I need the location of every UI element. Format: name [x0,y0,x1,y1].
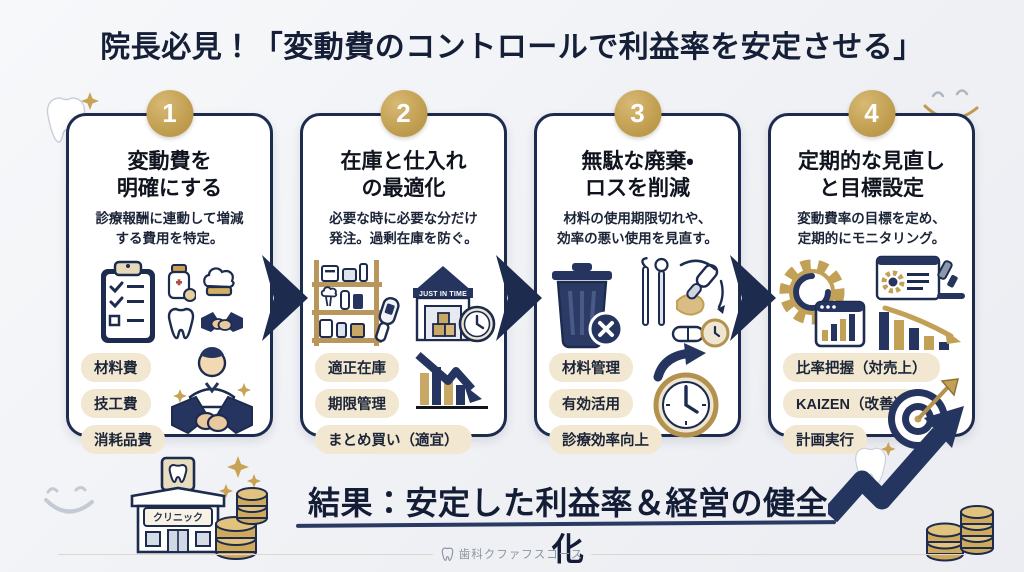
gear-chart-icon [779,259,866,348]
doctor-handshake-icon [171,347,253,435]
tag-pill: 消耗品費 [81,425,165,455]
step-4-title: 定期的な見直し と目標設定 [798,150,945,201]
checklist-clipboard-icon [100,260,155,344]
step-card-2: 2 在庫と仕入れ の最適化 必要な時に必要な分だけ 発注。過剰在庫を防ぐ。 [300,90,507,455]
dental-tools-icon [641,257,730,348]
step-1-keywords: 材料費 技工費 消耗品費 [69,347,270,455]
handshake-icon [200,312,243,333]
footer: 歯科クファフスコース [0,546,1024,562]
step-2-keywords: 適正在庫 期限管理 まとめ買い（適宜） [303,351,504,455]
step-3-description: 材料の使用期限切れや、 効率の悪い使用を見直す。 [557,210,718,246]
tag-pill: 適正在庫 [315,353,399,383]
coins-icon [215,487,268,560]
declining-bars-icon [879,305,961,350]
step-number: 4 [864,98,879,128]
step-2-number-badge: 2 [380,90,427,137]
step-4-illustration [771,255,972,351]
clinic-building-icon: クリニック [130,456,226,554]
flow-arrow-icon [262,255,308,341]
trash-bin-icon [552,263,624,349]
footer-brand: 歯科クファフスコース [441,546,583,562]
clock-refresh-icon [653,343,719,438]
tag-pill: KAIZEN（改善） [783,389,921,419]
warehouse-icon: JUST IN TIME [413,266,496,343]
tag-pill: 材料管理 [549,353,633,383]
step-2-title: 在庫と仕入れ の最適化 [340,150,467,201]
step-2-illustration: JUST IN TIME [303,255,504,351]
tag-pill: 技工費 [81,389,151,419]
clock-icon [458,305,496,343]
stock-shelf-icon [312,260,400,347]
page-title: 院長必見！「変動費のコントロールで利益率を安定させる」 [100,31,924,64]
tag-pill: 診療効率向上 [549,425,662,455]
microscope-window-icon [875,255,965,300]
tooth-crown-icon [202,267,235,297]
step-4-number-badge: 4 [848,90,895,137]
growth-arrow-icon [828,406,964,523]
step-3-title: 無駄な廃棄・ ロスを削減 [581,150,694,201]
tag-pill: まとめ買い（適宜） [315,425,472,455]
step-3-illustration [537,255,738,351]
step-1-title: 変動費を 明確にする [116,150,223,201]
flow-arrow-icon [730,255,776,341]
step-2-description: 必要な時に必要な分だけ 発注。過剰在庫を防ぐ。 [329,210,478,246]
step-card-3: 3 無駄な廃棄・ ロスを削減 材料の使用期限切れや、 効率の悪い使用を見直す。 [534,90,741,455]
svg-text:JUST IN TIME: JUST IN TIME [419,291,467,298]
step-4-keywords: 比率把握（対売上） KAIZEN（改善） 計画実行 [771,351,972,455]
svg-text:クリニック: クリニック [153,512,203,524]
step-1-number-badge: 1 [146,90,193,137]
flow-arrow-icon [496,255,542,341]
result-banner-text: 結果：安定した利益率＆経営の健全化 [307,485,828,567]
step-card-4: 4 定期的な見直し と目標設定 変動費率の目標を定め、 定期的にモニタリング。 [768,90,975,455]
step-1-description: 診療報酬に連動して増減 する費用を特定。 [95,210,244,246]
step-4-description: 変動費率の目標を定め、 定期的にモニタリング。 [797,210,946,246]
step-3-number-badge: 3 [614,90,661,137]
step-3-keywords: 材料管理 有効活用 診療効率向上 [537,343,738,455]
tag-pill: 比率把握（対売上） [783,353,940,383]
step-card-1: 1 変動費を 明確にする 診療報酬に連動して増減 する費用を特定。 [66,90,273,455]
tag-pill: 材料費 [81,353,151,383]
tooth-icon [441,546,454,561]
step-1-illustration [69,255,270,351]
step-number: 3 [630,98,645,128]
tag-pill: 計画実行 [783,425,867,455]
clinic-coins-illustration: クリニック [130,456,268,560]
target-dart-icon [888,378,959,450]
footer-brand-text: 歯科クファフスコース [458,549,584,561]
tag-pill: 有効活用 [549,389,633,419]
step-number: 1 [162,98,177,128]
medicine-bottle-icon [167,264,196,303]
declining-chart-icon [415,352,488,410]
smile-icon [44,486,94,514]
footer-divider [57,553,433,555]
footer-divider [591,553,967,555]
tooth-icon [167,307,194,340]
step-number: 2 [396,98,411,128]
tag-pill: 期限管理 [315,389,399,419]
